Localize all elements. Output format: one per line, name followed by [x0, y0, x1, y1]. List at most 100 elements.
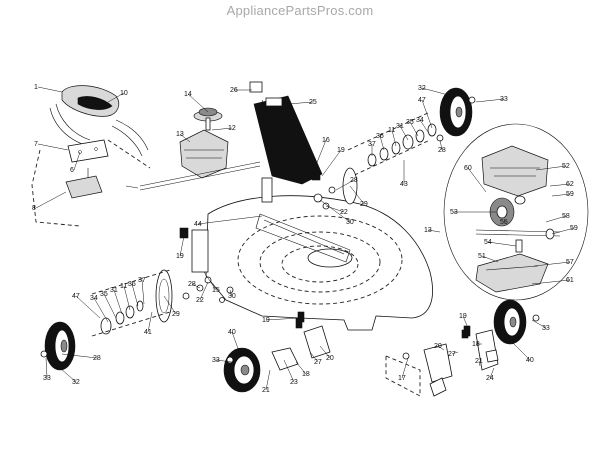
- leader-line: [215, 359, 233, 363]
- leader-line: [265, 369, 271, 391]
- part-number-label: 28: [350, 177, 358, 184]
- leader-line: [319, 345, 331, 359]
- leader-line: [231, 331, 241, 355]
- part-number-label: 12: [228, 125, 236, 132]
- leader-line: [113, 289, 123, 315]
- grass-chute: [249, 81, 323, 185]
- part-number-label: 57: [566, 259, 574, 266]
- part-number-label: 35: [406, 119, 414, 126]
- leader-line: [391, 129, 397, 147]
- part-number-label: 1: [34, 84, 38, 91]
- leader-line: [421, 87, 453, 97]
- part-number-label: 40: [228, 329, 236, 336]
- handle-assembly: [31, 85, 151, 227]
- part-number-label: 19: [176, 253, 184, 260]
- leader-line: [401, 357, 409, 379]
- part-number-label: 13: [176, 131, 184, 138]
- part-number-label: 11: [120, 283, 127, 290]
- part-number-label: 25: [309, 99, 317, 106]
- part-number-label: 28: [93, 355, 101, 362]
- part-number-label: 60: [464, 165, 472, 172]
- part-number-label: 33: [500, 96, 508, 103]
- leader-line: [409, 121, 419, 137]
- part-number-label: 19: [337, 147, 345, 154]
- part-number-label: 41: [144, 329, 152, 336]
- mower-deck: [179, 177, 433, 331]
- leader-line: [131, 283, 139, 307]
- part-number-label: 36: [376, 133, 384, 140]
- leader-line: [45, 357, 48, 379]
- part-number-label: 55: [500, 219, 508, 226]
- part-number-label: 29: [360, 201, 368, 208]
- leader-line: [265, 317, 301, 321]
- leader-line: [37, 143, 69, 151]
- part-number-label: 20: [326, 355, 334, 362]
- leader-line: [427, 229, 441, 233]
- part-number-label: 20: [434, 343, 442, 350]
- part-number-label: 32: [418, 85, 426, 92]
- leader-line: [335, 179, 355, 191]
- part-number-label: 34: [416, 117, 424, 124]
- leader-line: [179, 235, 185, 257]
- leader-line: [545, 215, 567, 223]
- leader-line: [295, 361, 307, 375]
- leader-line: [481, 255, 499, 263]
- part-number-label: 37: [138, 277, 146, 284]
- part-number-label: 43: [400, 181, 408, 188]
- leader-line: [467, 167, 487, 193]
- leader-line: [551, 227, 575, 235]
- part-number-label: 6: [70, 167, 74, 174]
- part-number-label: 21: [262, 387, 270, 394]
- leader-line: [451, 351, 459, 355]
- leader-line: [103, 293, 117, 319]
- leader-line: [531, 319, 547, 329]
- part-number-label: 29: [172, 311, 180, 318]
- small-hardware: [40, 96, 540, 397]
- part-number-label: 17: [398, 375, 406, 382]
- transmission-detail: [443, 123, 589, 301]
- part-number-label: 59: [570, 225, 578, 232]
- part-number-label: 34: [90, 295, 98, 302]
- part-number-label: 10: [120, 90, 128, 97]
- part-number-label: 44: [194, 221, 202, 228]
- part-number-label: 13: [424, 227, 432, 234]
- part-callouts: 1107681412132625161928222930441915302822…: [32, 84, 578, 394]
- leader-line: [439, 139, 443, 151]
- leader-line: [197, 215, 263, 225]
- part-number-label: 21: [475, 358, 483, 365]
- part-number-label: 8: [32, 205, 36, 212]
- part-number-label: 59: [566, 191, 574, 198]
- part-number-label: 26: [230, 87, 238, 94]
- part-number-label: 37: [368, 141, 376, 148]
- part-number-label: 62: [566, 181, 574, 188]
- leader-line: [313, 139, 327, 171]
- leader-line: [73, 151, 81, 171]
- leader-line: [59, 367, 77, 383]
- part-number-label: 53: [450, 209, 458, 216]
- leader-line: [147, 311, 153, 333]
- part-number-label: 51: [478, 253, 486, 260]
- leader-line: [437, 345, 445, 351]
- part-number-label: 31: [396, 123, 404, 130]
- leader-line: [187, 93, 209, 113]
- leader-line: [141, 279, 145, 305]
- leader-line: [533, 261, 571, 267]
- part-number-label: 40: [526, 357, 534, 364]
- leader-line: [399, 125, 409, 141]
- part-number-label: 15: [212, 287, 220, 294]
- leader-line: [283, 359, 295, 383]
- leader-line: [535, 165, 567, 171]
- part-number-label: 31: [110, 287, 118, 294]
- leader-line: [551, 193, 571, 197]
- leader-lines: [35, 86, 575, 391]
- part-number-label: 27: [314, 359, 322, 366]
- part-number-label: 35: [100, 291, 108, 298]
- leader-line: [203, 271, 217, 291]
- leader-line: [287, 101, 314, 105]
- leader-line: [229, 289, 233, 297]
- leader-line: [379, 135, 385, 151]
- part-number-label: 27: [448, 351, 456, 358]
- part-number-label: 19: [459, 313, 467, 320]
- part-number-label: 22: [340, 209, 348, 216]
